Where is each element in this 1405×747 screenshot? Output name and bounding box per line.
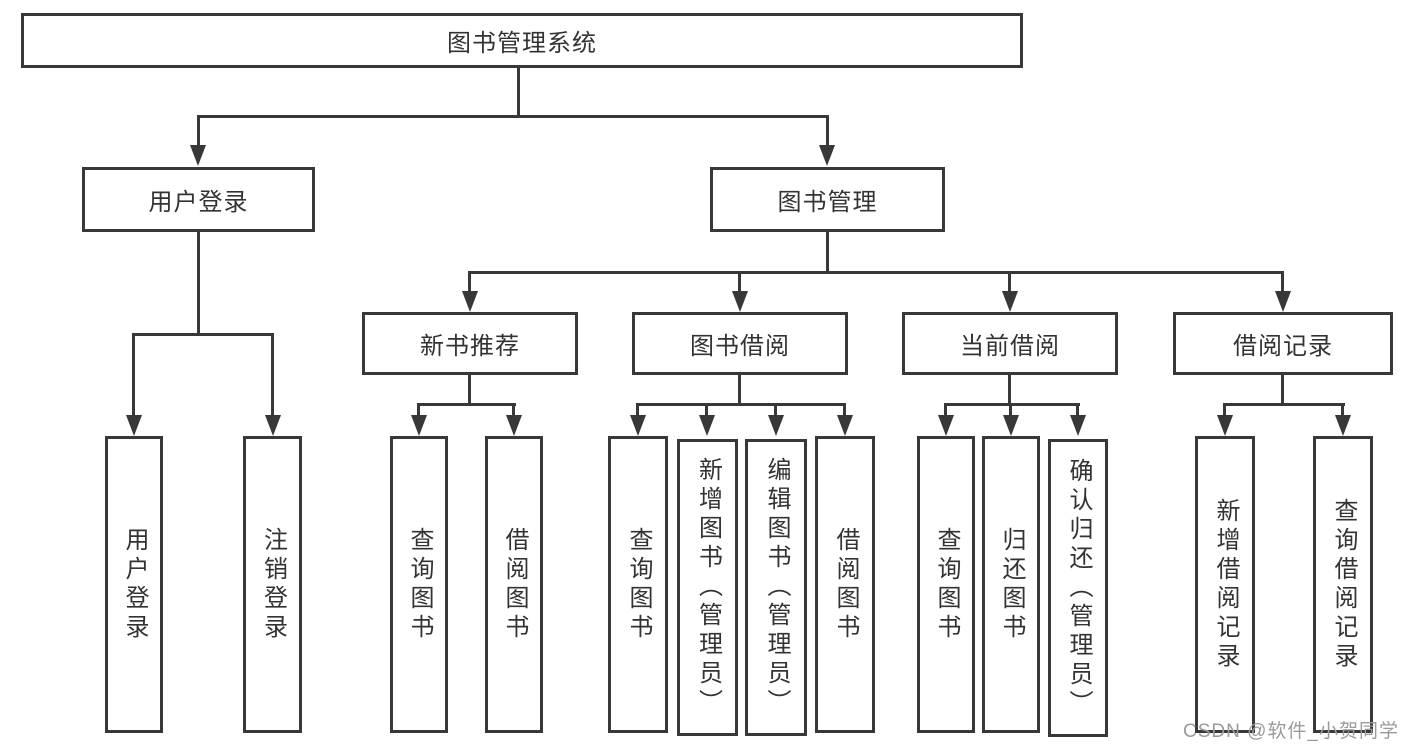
arrowhead-bb-add <box>699 415 715 436</box>
node-root: 图书管理系统 <box>21 13 1023 68</box>
node-br-query-record-label: 查询借阅记录 <box>1330 497 1357 672</box>
connector-book-borrow-stem <box>738 373 741 406</box>
node-borrow-record: 借阅记录 <box>1173 312 1393 375</box>
node-bb-query-book-label: 查询图书 <box>625 526 652 643</box>
arrowhead-login <box>126 415 142 436</box>
arrowhead-new-book-recommend <box>462 291 478 312</box>
node-nb-query-book: 查询图书 <box>390 436 448 733</box>
arrowhead-logout <box>265 415 281 436</box>
connector-root-stem <box>517 66 520 118</box>
connector-drop-logout <box>271 333 274 415</box>
node-bb-edit-book-label: 编辑图书（管理员） <box>763 457 790 718</box>
connector-drop-cb-return <box>1009 403 1012 416</box>
connector-user-login-stem <box>197 230 200 336</box>
connector-current-borrow-bar <box>944 403 1080 406</box>
connector-drop-borrow-record <box>1281 271 1284 292</box>
arrowhead-br-query <box>1335 415 1351 436</box>
node-login: 用户登录 <box>105 436 163 733</box>
node-cb-return-book: 归还图书 <box>982 436 1040 733</box>
arrowhead-cb-query <box>938 415 954 436</box>
arrowhead-cb-return <box>1003 415 1019 436</box>
connector-level2-bar <box>197 115 829 118</box>
connector-new-book-stem <box>468 373 471 406</box>
node-br-query-record: 查询借阅记录 <box>1313 436 1373 733</box>
connector-drop-cb-confirm <box>1076 403 1079 416</box>
connector-drop-bb-edit <box>774 403 777 416</box>
connector-drop-new-book-recommend <box>468 271 471 292</box>
connector-level3-bar <box>468 271 1284 274</box>
node-cb-query-book: 查询图书 <box>917 436 975 733</box>
connector-borrow-record-stem <box>1281 373 1284 406</box>
connector-drop-current-borrow <box>1008 271 1011 292</box>
node-bb-query-book: 查询图书 <box>608 436 668 733</box>
node-logout: 注销登录 <box>243 436 302 733</box>
connector-drop-nb-query <box>417 403 420 416</box>
node-current-borrow-label: 当前借阅 <box>960 333 1060 360</box>
connector-drop-bb-add <box>705 403 708 416</box>
node-root-label: 图书管理系统 <box>447 30 597 57</box>
arrowhead-current-borrow <box>1002 291 1018 312</box>
node-current-borrow: 当前借阅 <box>902 312 1118 375</box>
node-bb-borrow-book: 借阅图书 <box>815 436 875 733</box>
node-login-label: 用户登录 <box>121 526 148 643</box>
connector-drop-cb-query <box>944 403 947 416</box>
connector-book-management-stem <box>826 230 829 274</box>
node-br-add-record: 新增借阅记录 <box>1195 436 1255 733</box>
connector-drop-br-query <box>1341 403 1344 416</box>
arrowhead-nb-borrow <box>506 415 522 436</box>
node-cb-confirm-return: 确认归还（管理员） <box>1048 439 1108 737</box>
connector-drop-book-management <box>826 115 829 145</box>
node-book-management-label: 图书管理 <box>777 189 878 216</box>
node-bb-add-book-label: 新增图书（管理员） <box>694 457 722 718</box>
arrowhead-book-borrow <box>732 291 748 312</box>
node-nb-query-book-label: 查询图书 <box>406 526 433 643</box>
connector-drop-br-add <box>1223 403 1226 416</box>
connector-drop-nb-borrow <box>512 403 515 416</box>
arrowhead-user-login <box>190 145 206 166</box>
arrowhead-nb-query <box>411 415 427 436</box>
node-bb-borrow-book-label: 借阅图书 <box>832 526 859 643</box>
node-cb-return-book-label: 归还图书 <box>998 526 1025 643</box>
node-user-login: 用户登录 <box>82 167 315 232</box>
connector-user-login-bar <box>132 333 274 336</box>
connector-borrow-record-bar <box>1223 403 1345 406</box>
connector-drop-book-borrow <box>738 271 741 292</box>
node-book-management: 图书管理 <box>710 167 945 232</box>
arrowhead-bb-borrow <box>837 415 853 436</box>
connector-current-borrow-stem <box>1008 373 1011 406</box>
node-cb-query-book-label: 查询图书 <box>933 526 960 643</box>
node-cb-confirm-return-label: 确认归还（管理员） <box>1065 457 1092 719</box>
arrowhead-br-add <box>1217 415 1233 436</box>
arrowhead-book-management <box>819 145 835 166</box>
node-br-add-record-label: 新增借阅记录 <box>1212 497 1239 672</box>
node-logout-label: 注销登录 <box>259 526 287 643</box>
node-nb-borrow-book: 借阅图书 <box>485 436 543 733</box>
node-user-login-label: 用户登录 <box>148 189 249 216</box>
node-book-borrow-label: 图书借阅 <box>690 333 790 360</box>
connector-drop-user-login <box>197 115 200 145</box>
connector-new-book-bar <box>417 403 516 406</box>
node-book-borrow: 图书借阅 <box>632 312 848 375</box>
node-new-book-recommend-label: 新书推荐 <box>420 333 520 360</box>
node-borrow-record-label: 借阅记录 <box>1233 333 1333 360</box>
arrowhead-bb-edit <box>768 415 784 436</box>
arrowhead-cb-confirm <box>1070 415 1086 436</box>
node-bb-add-book: 新增图书（管理员） <box>677 439 738 736</box>
connector-drop-bb-borrow <box>843 403 846 416</box>
node-bb-edit-book: 编辑图书（管理员） <box>745 439 807 736</box>
connector-drop-bb-query <box>636 403 639 416</box>
connector-drop-login <box>132 333 135 415</box>
node-new-book-recommend: 新书推荐 <box>362 312 578 375</box>
node-nb-borrow-book-label: 借阅图书 <box>501 526 528 643</box>
connector-book-borrow-bar <box>636 403 846 406</box>
watermark-text: CSDN @软件_小贺同学 <box>1183 721 1399 742</box>
arrowhead-borrow-record <box>1275 291 1291 312</box>
arrowhead-bb-query <box>630 415 646 436</box>
